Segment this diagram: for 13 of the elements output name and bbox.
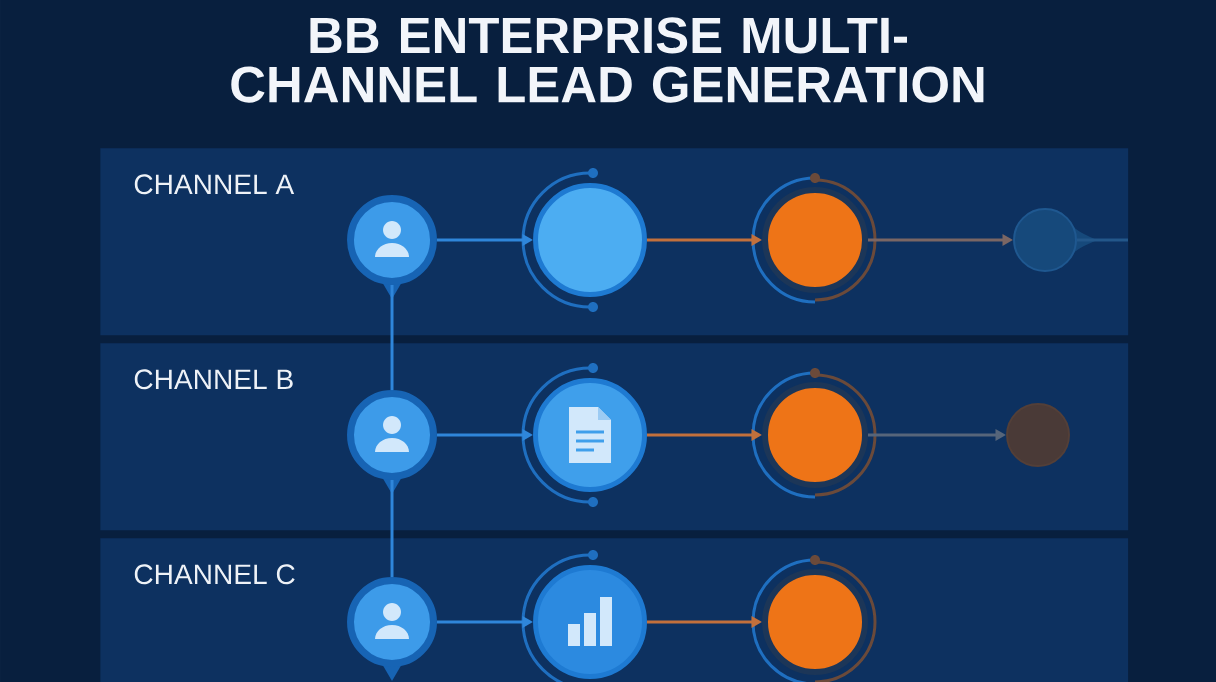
connector-line	[390, 284, 394, 390]
connector-line	[390, 479, 394, 577]
circle-node	[347, 390, 437, 494]
title: BB ENTERPRISE MULTI-CHANNEL LEAD GENERATION	[231, 17, 984, 103]
circle-node	[751, 173, 877, 304]
circle-node	[521, 168, 647, 312]
circle-node	[751, 368, 877, 499]
circle-node	[1013, 208, 1097, 272]
circle-node	[347, 195, 437, 299]
circle-node	[751, 555, 877, 682]
connector-line	[1077, 238, 1128, 242]
circle-node	[347, 577, 437, 681]
circle-node	[1006, 403, 1070, 467]
